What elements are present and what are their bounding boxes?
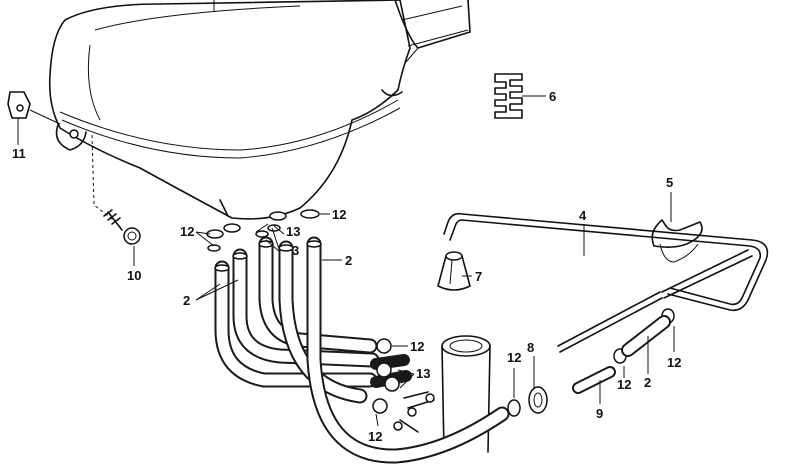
fuel-tank (48, 0, 471, 220)
label-7: 7 (475, 269, 482, 284)
leader-lines (195, 213, 675, 427)
label-2-right: 2 (644, 375, 651, 390)
label-12-canister: 12 (507, 350, 521, 365)
canister (441, 335, 491, 453)
label-9: 9 (596, 406, 603, 421)
label-10: 10 (127, 268, 141, 283)
callout-labels: 11 10 6 5 4 7 12 13 12 3 2 2 12 13 12 12… (12, 89, 681, 444)
label-12-right-low: 12 (617, 377, 631, 392)
clip-part-11 (7, 91, 61, 145)
grommet-part-8 (528, 356, 548, 414)
clamp-block-part-6 (494, 73, 546, 119)
label-5: 5 (666, 175, 673, 190)
vent-pipe-part-4 (443, 212, 769, 353)
screw-part-10 (91, 134, 141, 266)
label-6: 6 (549, 89, 556, 104)
label-12-bottom: 12 (368, 429, 382, 444)
hose-fittings (214, 240, 435, 433)
label-3: 3 (292, 243, 299, 258)
label-2-left: 2 (183, 293, 190, 308)
label-8: 8 (527, 340, 534, 355)
label-12-mid: 12 (410, 339, 424, 354)
label-12-top-left: 12 (180, 224, 194, 239)
label-4: 4 (579, 208, 587, 223)
clip-part-5 (651, 192, 703, 263)
label-13-top: 13 (286, 224, 300, 239)
right-hoses (572, 315, 671, 404)
label-2-center: 2 (345, 253, 352, 268)
label-12-top-right: 12 (332, 207, 346, 222)
label-11: 11 (12, 146, 26, 161)
label-13-mid: 13 (416, 366, 430, 381)
hose-bundle (214, 236, 510, 464)
label-12-right: 12 (667, 355, 681, 370)
funnel-part-7 (437, 251, 472, 291)
